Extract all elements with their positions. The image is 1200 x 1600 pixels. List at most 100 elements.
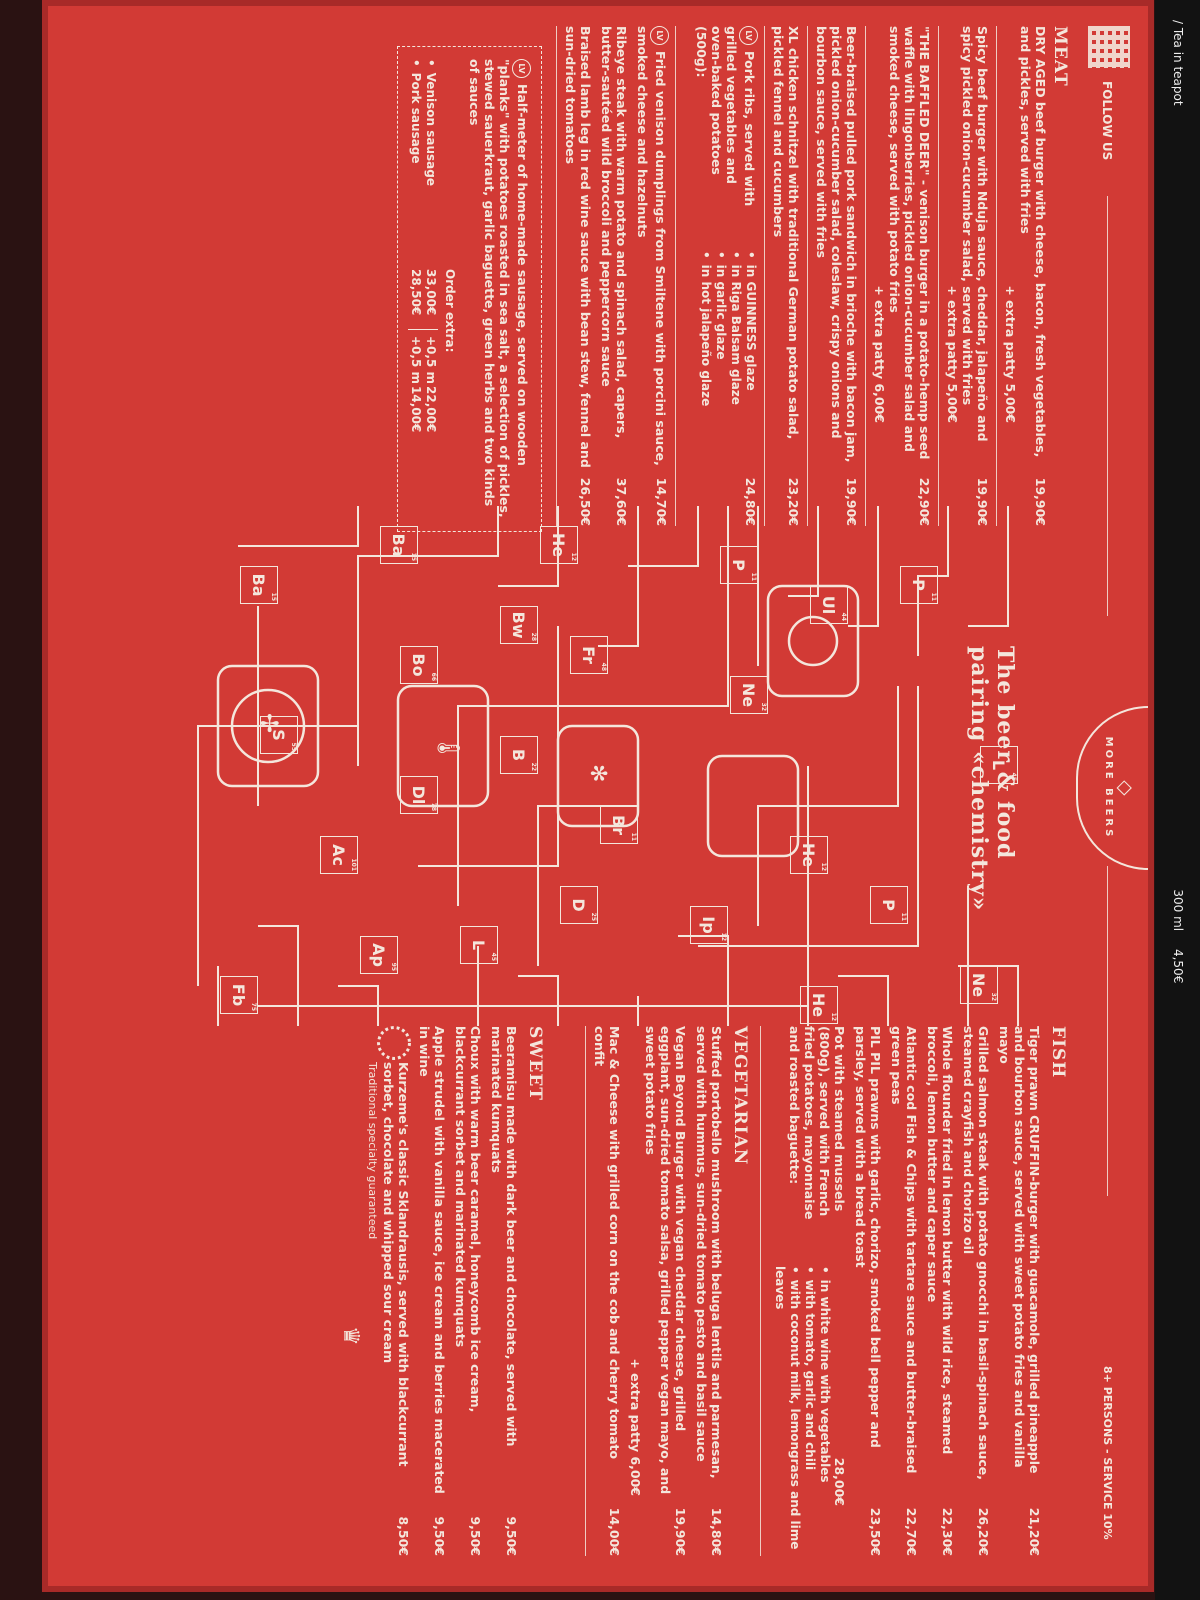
beer-glass-icon: ◇ <box>1114 780 1138 796</box>
section-rule <box>585 1026 586 1556</box>
element-tile-number: 11 <box>900 912 907 921</box>
element-tile-symbol: He <box>799 842 818 868</box>
meat-item: XL chicken schnitzel with traditional Ge… <box>771 26 801 526</box>
meat-item: Braised lamb leg in red wine sauce with … <box>563 26 593 526</box>
element-tile-number: 15 <box>410 552 417 561</box>
element-tile-symbol: Ap <box>369 943 388 967</box>
sausage-price: 28,50€ <box>409 269 423 316</box>
element-tile-symbol: Dl <box>409 785 428 805</box>
header-rule <box>1107 196 1108 616</box>
item-rule <box>996 26 997 526</box>
service-note: 8+ PERSONS - SERVICE 10% <box>1101 1366 1114 1540</box>
mussels-price: 28,00€ <box>832 1457 847 1506</box>
item-rule <box>675 26 676 526</box>
element-tile-symbol: P <box>879 899 898 911</box>
ribs-option: in Riga Balsam glaze <box>728 251 743 406</box>
element-tile-symbol: Fr <box>579 646 598 664</box>
element-tile-symbol: B <box>509 748 528 762</box>
element-tile-number: 28 <box>530 632 537 641</box>
thermometer-icon: 🌡 <box>435 734 460 762</box>
element-tile-number: 95 <box>390 962 397 971</box>
element-tile-symbol: Ba <box>249 573 268 597</box>
sausage-row: Pork sausage 28,50€ +0,5 m 14,00€ <box>408 59 423 519</box>
sausage-row: Venison sausage 33,00€ +0,5 m 22,00€ <box>423 59 438 519</box>
strip-text-1: / Tea in teapot <box>1171 20 1185 106</box>
element-tile-symbol: Bw <box>509 611 528 639</box>
title-block: The beer & food pairing «chemistry» <box>966 646 1018 946</box>
ribs-option: in GUINNESS glaze <box>743 251 758 406</box>
thermometer-vessel <box>396 684 490 808</box>
sausage-extra-price: 22,00€ <box>424 386 438 433</box>
item-rule <box>807 26 808 526</box>
fish-item-price: 21,20€ <box>1027 1507 1042 1556</box>
meat-item: Beer-braised pulled pork sandwich in bri… <box>814 26 859 526</box>
element-tile-number: 32 <box>760 702 767 711</box>
sausage-desc: Half-meter of home-made sausage, served … <box>467 59 530 518</box>
ribs-option: in hot jalapeño glaze <box>698 251 713 407</box>
meat-item-desc: Spicy beef burger with Nduja sauce, ched… <box>960 26 990 442</box>
meat-item: "THE BAFFLED DEER" - venison burger in a… <box>872 26 932 526</box>
element-tile-number: 12 <box>820 862 827 871</box>
meat-item-desc: Beer-braised pulled pork sandwich in bri… <box>814 26 859 463</box>
fermenter-vessel <box>766 584 860 698</box>
ribs-option: in garlic glaze <box>713 251 728 406</box>
veg-item: Vegan Beyond Burger with vegan cheddar c… <box>628 1026 688 1556</box>
cooler-vessel <box>556 724 640 828</box>
element-tile-number: 12 <box>830 1012 837 1021</box>
veg-item-desc: Stuffed portobello mushroom with beluga … <box>694 1026 724 1479</box>
mash-tun-vessel <box>216 664 320 788</box>
strip-text-2: 300 ml <box>1171 889 1185 932</box>
sweet-item-desc: Apple strudel with vanilla sauce, ice cr… <box>417 1026 447 1494</box>
element-tile-number: 22 <box>530 762 537 771</box>
element-tile-number: 48 <box>600 662 607 671</box>
mash-tun-vessel-stirrer <box>230 688 306 764</box>
fish-item-price: 22,70€ <box>904 1507 919 1556</box>
sausage-price: 33,00€ <box>424 269 438 316</box>
element-tile-number: 66 <box>430 672 437 681</box>
element-tile-symbol: Ne <box>739 682 758 708</box>
sausage-extra-price: 14,00€ <box>409 386 423 433</box>
fish-item-price: 26,20€ <box>976 1507 991 1556</box>
sweet-item-price: 9,50€ <box>432 1516 447 1556</box>
title-line1: The beer & food <box>992 646 1018 860</box>
follow-us-label[interactable]: FOLLOW US <box>1100 81 1114 161</box>
mussels-options: in white wine with vegetables with tomat… <box>772 1266 832 1556</box>
element-tile-number: 11 <box>930 592 937 601</box>
ribs-desc: Pork ribs, served with grilled vegetable… <box>694 26 757 207</box>
sweet-item: Kurzeme's classic Sklandrausis, served w… <box>365 1026 411 1556</box>
meat-heading: MEAT <box>1050 26 1070 87</box>
sausage-extra: +0,5 m <box>423 329 438 386</box>
sausage-name: Pork sausage <box>408 59 423 269</box>
fish-heading: FISH <box>1048 1026 1068 1079</box>
element-tile-symbol: S <box>269 729 288 741</box>
element-tile-number: 11 <box>630 832 637 841</box>
element-tile-number: 55 <box>290 742 297 751</box>
element-tile-number: 44 <box>840 612 847 621</box>
fish-item: Atlantic cod Fish & Chips with tartare s… <box>889 1026 919 1556</box>
element-tile-symbol: Ba <box>389 533 408 557</box>
sweet-item-desc: Kurzeme's classic Sklandrausis, served w… <box>381 1062 411 1467</box>
mussels-item: Pot with steamed mussels (800g), served … <box>767 1026 847 1556</box>
fish-item-desc: Whole flounder fried in lemon butter wit… <box>925 1026 955 1455</box>
element-tile-symbol: D <box>569 898 588 912</box>
element-tile-symbol: Ip <box>699 916 718 934</box>
meat-item: Ribeye steak with warm potato and spinac… <box>599 26 629 526</box>
element-tile-number: 15 <box>270 592 277 601</box>
ribs-item: LVPork ribs, served with grilled vegetab… <box>694 26 758 526</box>
meat-item: LVFried venison dumplings from Smiltene … <box>635 26 669 526</box>
sweet-item: Beeramisu made with dark beer and chocol… <box>489 1026 519 1556</box>
fish-item: Whole flounder fried in lemon butter wit… <box>925 1026 955 1556</box>
veg-item-desc: Mac & Cheese with grilled corn on the co… <box>592 1026 622 1460</box>
fermenter-vessel-port <box>787 615 839 667</box>
